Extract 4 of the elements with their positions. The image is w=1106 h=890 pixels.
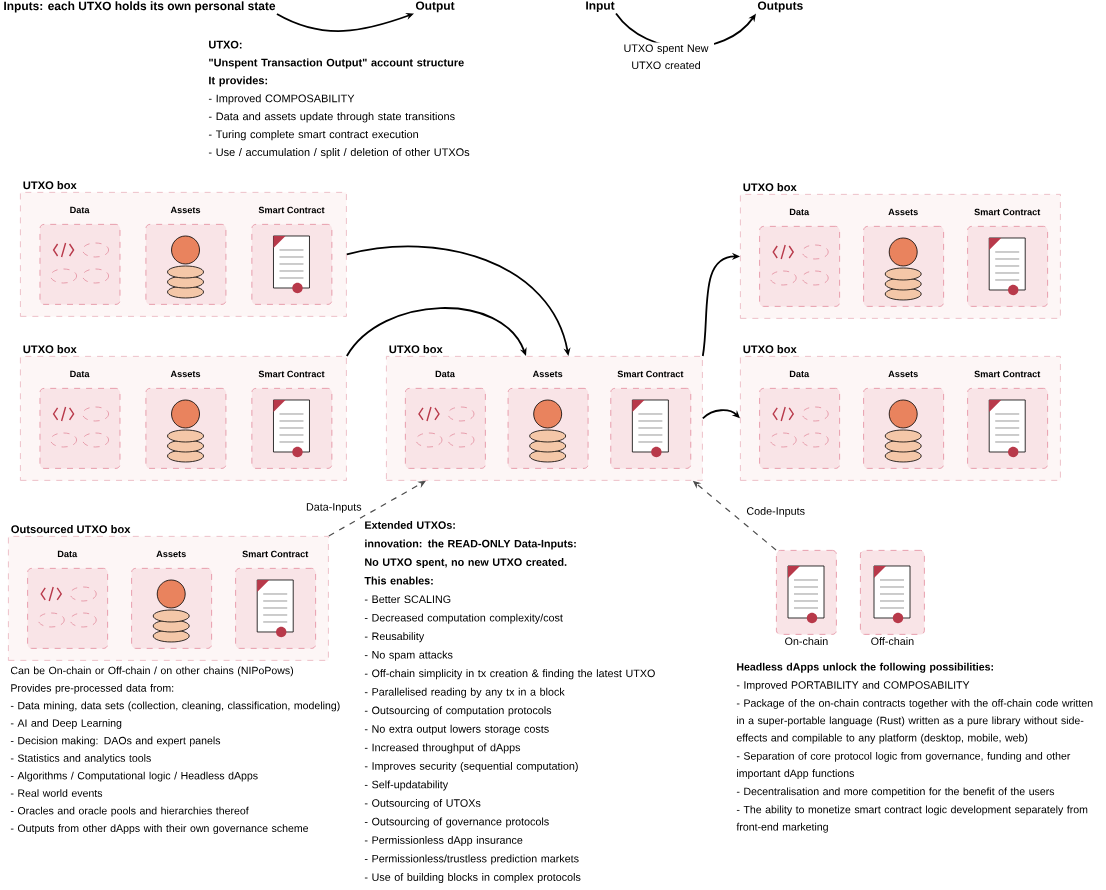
curved-arrow: [701, 409, 740, 420]
curved-arrow: [345, 307, 527, 357]
dashed-arrow: [328, 480, 426, 537]
curved-arrow: [276, 13, 414, 32]
